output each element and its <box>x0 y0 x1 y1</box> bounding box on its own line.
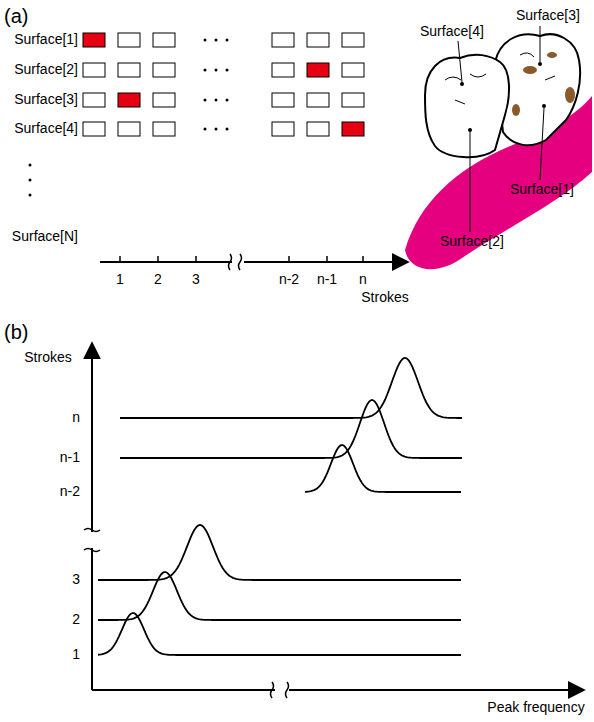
tick-label: 1 <box>72 647 80 662</box>
stroke-cell <box>307 33 329 47</box>
leader-line <box>458 41 462 82</box>
axis-tick <box>362 256 364 262</box>
row-label: Surface[4] <box>14 121 78 136</box>
stroke-cell <box>118 122 140 136</box>
axis-title: Peak frequency <box>487 700 584 715</box>
ellipsis-dot <box>215 69 218 72</box>
part-label: Surface[3] <box>516 8 580 23</box>
stroke-cell <box>153 63 175 77</box>
stroke-cell <box>83 33 105 47</box>
leader-line <box>540 26 541 62</box>
part-label: Surface[1] <box>510 182 574 197</box>
ellipsis-dot <box>204 128 207 131</box>
stain <box>523 66 537 74</box>
stroke-cell <box>153 93 175 107</box>
row-label: Surface[2] <box>14 62 78 77</box>
stroke-cell <box>342 33 364 47</box>
stroke-grid <box>83 33 364 262</box>
tick-label: n-2 <box>60 484 80 499</box>
stroke-cell <box>272 93 294 107</box>
stroke-cell <box>307 122 329 136</box>
row-label: Surface[1] <box>14 32 78 47</box>
ellipsis-dot <box>204 69 207 72</box>
chart-axes <box>84 343 584 698</box>
part-label: Surface[4] <box>420 24 484 39</box>
panel-label: (a) <box>4 5 28 27</box>
tick-label: 3 <box>192 272 200 287</box>
tick-label: 3 <box>72 572 80 587</box>
axis-title: Strokes <box>361 290 408 305</box>
part-label: Surface[2] <box>440 234 504 249</box>
stroke-cell <box>272 33 294 47</box>
ellipsis-dot <box>204 99 207 102</box>
stroke-cell <box>342 93 364 107</box>
stain <box>512 104 520 116</box>
peak-curve <box>120 400 462 458</box>
ellipsis-dot <box>215 128 218 131</box>
ellipsis-dot <box>226 69 229 72</box>
row-label: Surface[3] <box>14 92 78 107</box>
axis-title: Strokes <box>24 350 71 365</box>
peak-curves <box>98 358 462 655</box>
tick-label: n-1 <box>317 272 337 287</box>
stroke-axis <box>100 254 408 270</box>
axis-tick <box>326 256 328 262</box>
panel-label: (b) <box>4 321 28 343</box>
tick-label: 1 <box>116 272 124 287</box>
tick-label: n-1 <box>60 450 80 465</box>
stroke-cell <box>118 33 140 47</box>
tooth-illustration <box>405 26 592 269</box>
stroke-cell <box>83 63 105 77</box>
stroke-cell <box>83 93 105 107</box>
axis-tick <box>157 256 159 262</box>
tick-label: 2 <box>72 612 80 627</box>
tick-label: n-2 <box>279 272 299 287</box>
leader-line <box>470 132 471 232</box>
tick-label: n <box>72 410 80 425</box>
ellipsis-dots <box>29 164 32 197</box>
stroke-cell <box>118 63 140 77</box>
stroke-cell <box>153 33 175 47</box>
stroke-cell <box>307 63 329 77</box>
stain <box>547 52 557 58</box>
peak-curve <box>98 525 461 580</box>
molar <box>425 55 509 157</box>
stroke-cell <box>342 63 364 77</box>
leader-line <box>540 108 544 180</box>
axis-tick <box>119 256 121 262</box>
ellipsis-dot <box>215 99 218 102</box>
stroke-cell <box>272 122 294 136</box>
stroke-cell <box>118 93 140 107</box>
stroke-cell <box>342 122 364 136</box>
stroke-cell <box>153 122 175 136</box>
peak-curve <box>305 445 461 492</box>
row-label: Surface[N] <box>12 229 78 244</box>
ellipsis-dot <box>226 99 229 102</box>
ellipsis-dot <box>226 128 229 131</box>
ellipsis-dot <box>215 39 218 42</box>
axis-tick <box>288 256 290 262</box>
tick-label: 2 <box>154 272 162 287</box>
tick-label: n <box>359 272 367 287</box>
ellipsis-dot <box>226 39 229 42</box>
stain <box>565 87 575 103</box>
peak-curve <box>120 358 462 418</box>
axis-tick <box>195 256 197 262</box>
stroke-cell <box>272 63 294 77</box>
stroke-cell <box>83 122 105 136</box>
stroke-cell <box>307 93 329 107</box>
ellipsis-dot <box>204 39 207 42</box>
